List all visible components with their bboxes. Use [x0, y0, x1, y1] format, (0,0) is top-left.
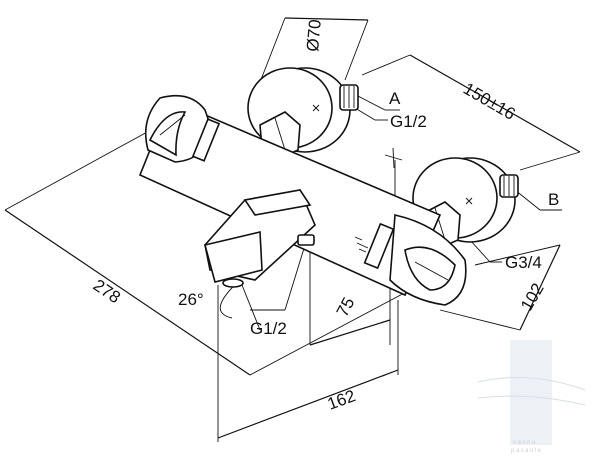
- diameter-label: Ø70: [303, 19, 325, 53]
- spout-drop-label: 75: [333, 294, 359, 320]
- watermark-logo: vannu pasaule: [477, 340, 586, 454]
- offset-label: 150±16: [460, 79, 519, 124]
- watermark-line2: pasaule: [511, 448, 543, 454]
- bath-spout: [204, 189, 316, 288]
- port-b-label: B: [548, 190, 559, 209]
- dimension-lines: [4, 17, 581, 442]
- length-total-label: 278: [90, 276, 124, 308]
- temperature-scale-marks: [354, 236, 369, 253]
- spout-angle-label: 26°: [178, 290, 204, 309]
- thread-a-label: G1/2: [390, 112, 427, 131]
- thread-b-label: G3/4: [505, 253, 542, 272]
- watermark-line1: vannu: [513, 440, 537, 446]
- port-a-label: A: [389, 89, 401, 108]
- depth-label: 102: [517, 280, 548, 314]
- spout-thread-label: G1/2: [250, 319, 287, 338]
- spout-reach-label: 162: [325, 386, 358, 414]
